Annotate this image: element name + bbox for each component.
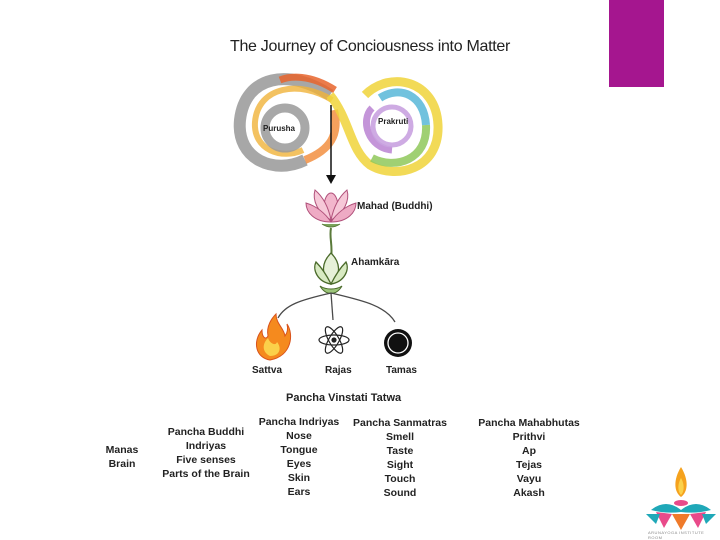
mahabhutas-line: Ap bbox=[522, 445, 536, 457]
ahamkara-label: Ahamkāra bbox=[351, 257, 400, 268]
manas-line: Manas bbox=[105, 444, 139, 456]
sanmatras-line: Touch bbox=[384, 473, 416, 485]
sanmatras-line: Smell bbox=[385, 431, 414, 443]
buddhi-line: Parts of the Brain bbox=[162, 468, 250, 480]
buddhi-line: Indriyas bbox=[185, 440, 227, 452]
lotus-icon bbox=[305, 189, 357, 228]
sattva-label: Sattva bbox=[252, 365, 283, 376]
manas-column: Manas Brain bbox=[100, 443, 144, 471]
slide-title: The Journey of Conciousness into Matter bbox=[229, 38, 510, 55]
pancha-title: Pancha Vinstati Tatwa bbox=[286, 392, 402, 404]
mahabhutas-column: Pancha Mahabhutas Prithvi Ap Tejas Vayu … bbox=[476, 416, 582, 500]
prakruti-label: Prakruti bbox=[378, 117, 409, 126]
indriyas-line: Tongue bbox=[280, 444, 318, 456]
sanmatras-line: Sight bbox=[386, 459, 414, 471]
mahabhutas-line: Vayu bbox=[516, 473, 542, 485]
buddhi-line: Pancha Buddhi bbox=[167, 426, 245, 438]
institute-logo bbox=[646, 467, 716, 530]
flame-icon bbox=[255, 312, 291, 361]
logo-text: ARUNAYOGA INSTITUTE ROOM bbox=[648, 530, 705, 540]
rajas-label: Rajas bbox=[325, 365, 352, 376]
branch-tamas bbox=[330, 292, 396, 323]
sanmatras-column: Pancha Sanmatras Smell Taste Sight Touch… bbox=[352, 416, 448, 500]
sanmatras-line: Pancha Sanmatras bbox=[353, 417, 447, 429]
indriyas-column: Pancha Indriyas Nose Tongue Eyes Skin Ea… bbox=[256, 415, 342, 499]
manas-line: Brain bbox=[108, 458, 136, 470]
indriyas-line: Skin bbox=[287, 472, 311, 484]
mahabhutas-line: Pancha Mahabhutas bbox=[478, 417, 580, 429]
atom-icon bbox=[318, 326, 350, 354]
mahabhutas-line: Prithvi bbox=[512, 431, 546, 443]
bud-icon bbox=[314, 252, 348, 294]
buddhi-column: Pancha Buddhi Indriyas Five senses Parts… bbox=[160, 425, 252, 481]
sanmatras-line: Sound bbox=[383, 487, 417, 499]
mahabhutas-line: Akash bbox=[513, 487, 545, 499]
indriyas-line: Pancha Indriyas bbox=[258, 416, 340, 428]
arrow-head-icon bbox=[326, 175, 336, 184]
infinity-right-loop bbox=[326, 77, 443, 176]
tamas-circle-icon bbox=[384, 329, 412, 357]
sanmatras-line: Taste bbox=[386, 445, 414, 457]
branch-sattva bbox=[277, 292, 332, 319]
indriyas-line: Ears bbox=[287, 486, 311, 498]
accent-block bbox=[609, 0, 664, 87]
purusha-label: Purusha bbox=[263, 124, 296, 133]
branch-rajas bbox=[330, 292, 334, 321]
indriyas-line: Nose bbox=[286, 430, 312, 442]
mahad-label: Mahad (Buddhi) bbox=[357, 201, 433, 212]
buddhi-line: Five senses bbox=[176, 454, 236, 466]
mahabhutas-line: Tejas bbox=[515, 459, 543, 471]
indriyas-line: Eyes bbox=[286, 458, 312, 470]
tamas-label: Tamas bbox=[386, 365, 417, 376]
infinity-left-loop bbox=[233, 73, 340, 172]
